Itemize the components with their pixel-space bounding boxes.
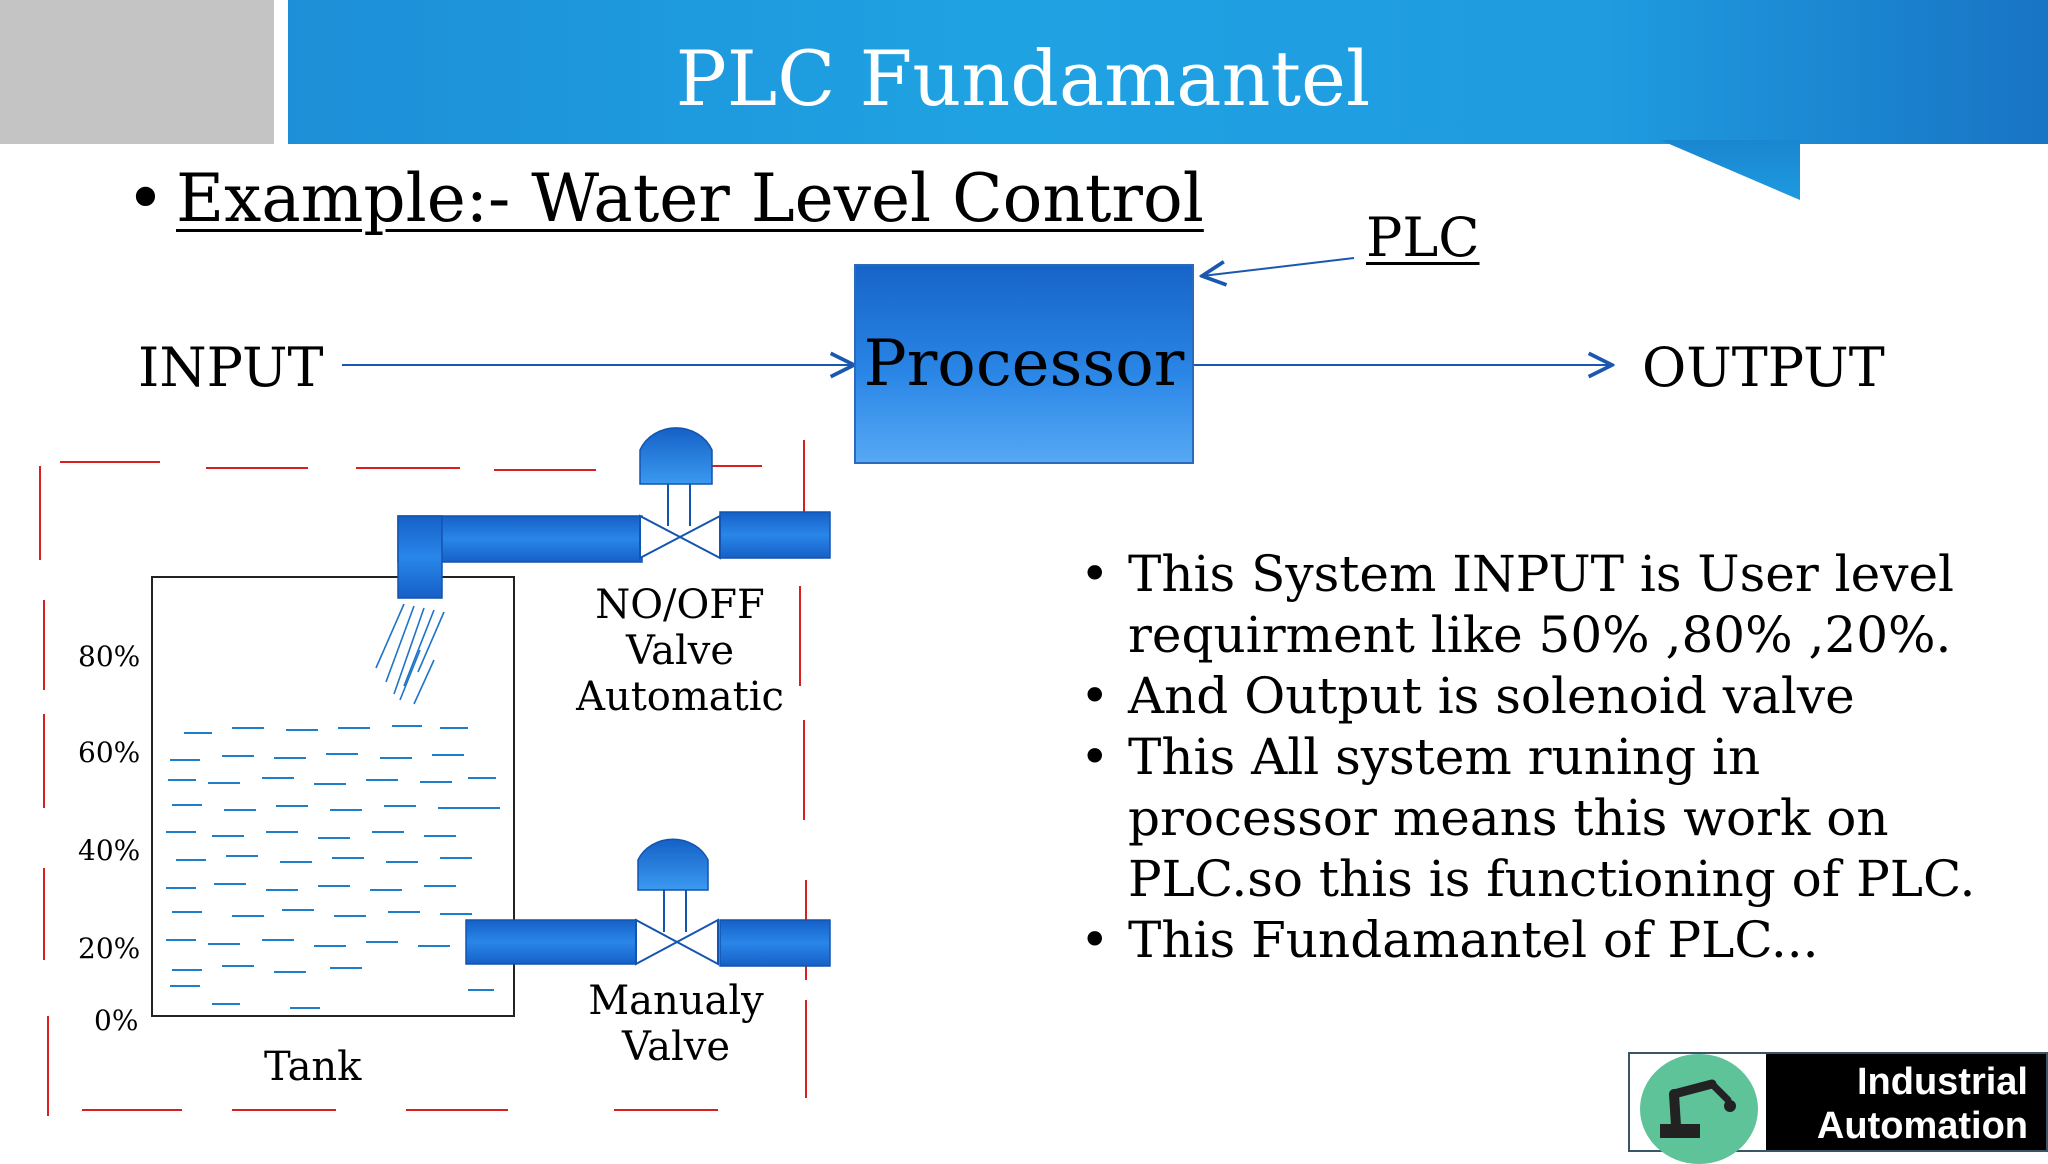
manual-valve-icon	[635, 838, 719, 966]
robot-arm-icon	[1630, 1054, 1766, 1164]
logo-text: Industrial Automation	[1766, 1054, 2046, 1150]
bullet-text-4: This Fundamantel of PLC...	[1128, 911, 1819, 969]
level-80: 80%	[78, 640, 141, 673]
level-20: 20%	[78, 932, 141, 965]
list-item: •This All system runing in processor mea…	[1080, 727, 2020, 910]
processor-label: Processor	[863, 327, 1185, 401]
automatic-valve-line-2: Valve	[625, 628, 735, 674]
level-40: 40%	[78, 834, 141, 867]
explanation-list: •This System INPUT is User level requirm…	[1080, 544, 2020, 971]
level-60: 60%	[78, 736, 141, 769]
gray-corner-block	[0, 0, 274, 144]
bullet-text-1: This System INPUT is User level requirme…	[1128, 545, 1955, 664]
manual-valve-label: Manualy Valve	[576, 978, 776, 1070]
automatic-valve-line-1: NO/OFF	[595, 582, 765, 628]
output-label: OUTPUT	[1642, 336, 1885, 399]
water-dashes	[166, 725, 500, 1009]
logo-line-1: Industrial	[1856, 1061, 2028, 1103]
tank-outline	[151, 576, 515, 1017]
list-item: •This Fundamantel of PLC...	[1080, 911, 1819, 969]
plc-label: PLC	[1366, 206, 1480, 269]
list-item: •And Output is solenoid valve	[1080, 667, 1855, 725]
list-item: •This System INPUT is User level requirm…	[1080, 544, 2020, 666]
automatic-valve-label: NO/OFF Valve Automatic	[570, 582, 790, 720]
plc-boundary-dashes	[39, 440, 807, 1116]
bullet-text-2: And Output is solenoid valve	[1128, 667, 1855, 725]
title-banner	[288, 0, 2048, 144]
outlet-pipe	[465, 919, 831, 967]
manual-valve-line-2: Valve	[621, 1024, 731, 1070]
processor-box: Processor	[854, 264, 1194, 464]
slide-title: PLC Fundamantel	[675, 34, 1371, 123]
example-text: Example:- Water Level Control	[176, 160, 1204, 237]
bullet-text-3: This All system runing in processor mean…	[1128, 728, 1976, 908]
water-stream	[375, 603, 445, 705]
input-label: INPUT	[138, 336, 324, 399]
example-heading: •Example:- Water Level Control	[126, 160, 1204, 237]
plc-pointer-arrow	[1202, 257, 1355, 276]
channel-logo: Industrial Automation	[1628, 1052, 2048, 1164]
logo-line-2: Automation	[1816, 1105, 2028, 1147]
tank-label: Tank	[264, 1044, 362, 1090]
level-0: 0%	[94, 1004, 139, 1037]
automatic-valve-line-3: Automatic	[576, 674, 784, 720]
inlet-pipe	[397, 511, 831, 599]
example-bullet: •	[126, 160, 165, 237]
manual-valve-line-1: Manualy	[588, 978, 764, 1024]
automatic-valve-icon	[639, 427, 721, 560]
